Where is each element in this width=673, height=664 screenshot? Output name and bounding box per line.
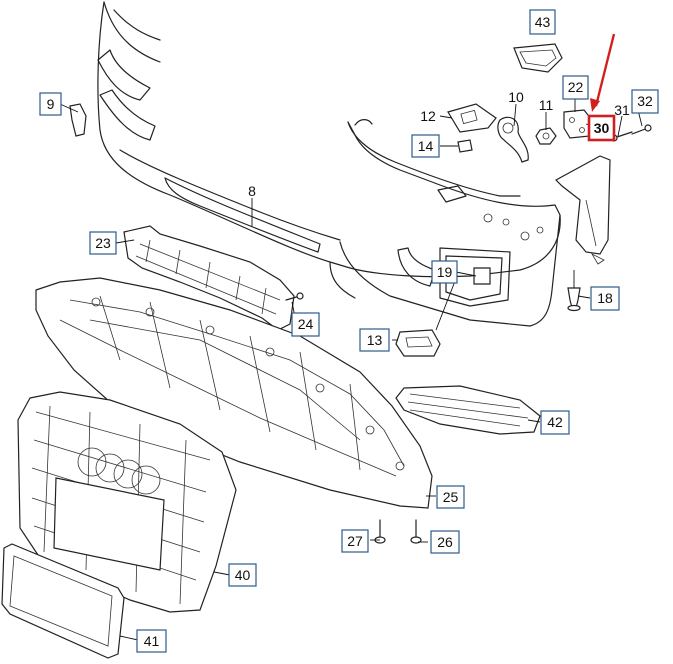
callout-43[interactable]: 43 (529, 9, 556, 35)
callout-42[interactable]: 42 (540, 410, 570, 435)
callout-24-label: 24 (298, 316, 314, 332)
part-18-clip (567, 287, 581, 312)
part-23-reinforcement (123, 225, 295, 331)
callout-9[interactable]: 9 (39, 92, 62, 116)
part-43-trim (513, 43, 563, 73)
part-42-side-grille (395, 385, 541, 435)
highlight-arrow (590, 33, 616, 112)
callout-9-label: 9 (47, 96, 55, 112)
callout-22-label: 22 (568, 79, 584, 95)
bumper-cover (97, 1, 561, 327)
part-24-screw (285, 292, 304, 301)
part-13-cover (395, 329, 441, 357)
callout-13-label: 13 (367, 332, 383, 348)
callout-11-label[interactable]: 11 (539, 97, 554, 113)
callout-31-label[interactable]: 31 (614, 102, 630, 118)
callout-10-label[interactable]: 10 (508, 89, 524, 105)
part-14-clip (457, 139, 473, 153)
part-side-bracket (555, 155, 611, 265)
callout-41[interactable]: 41 (136, 629, 167, 653)
callout-32[interactable]: 32 (631, 89, 659, 114)
callout-30-label: 30 (594, 120, 610, 136)
callout-42-label: 42 (547, 414, 563, 430)
callout-27-label: 27 (347, 533, 363, 549)
callout-8-label[interactable]: 8 (248, 183, 256, 199)
callout-27[interactable]: 27 (341, 529, 369, 553)
part-41-plate (1, 543, 125, 659)
callout-26[interactable]: 26 (430, 530, 460, 554)
callout-40[interactable]: 40 (228, 563, 257, 587)
callout-22[interactable]: 22 (562, 75, 589, 100)
part-12-bracket (447, 103, 497, 133)
callout-25-label: 25 (443, 489, 459, 505)
callout-43-label: 43 (535, 14, 551, 30)
part-9-clip (69, 103, 87, 137)
part-40-front-grille (17, 391, 237, 613)
callout-23[interactable]: 23 (89, 231, 117, 255)
callout-32-label: 32 (637, 93, 653, 109)
callout-23-label: 23 (95, 235, 111, 251)
callout-19[interactable]: 19 (431, 260, 458, 284)
callout-40-label: 40 (235, 567, 251, 583)
callout-24[interactable]: 24 (291, 312, 320, 337)
callout-30[interactable]: 30 (587, 114, 616, 142)
part-25-carrier (35, 277, 433, 509)
callout-41-label: 41 (144, 633, 160, 649)
part-26-screw (410, 519, 422, 544)
part-31-32-screws (610, 124, 652, 142)
part-19-clip (473, 267, 491, 285)
part-10-sensor (497, 116, 529, 163)
callout-14-label: 14 (418, 138, 434, 154)
callout-25[interactable]: 25 (436, 485, 465, 509)
callout-18-label: 18 (597, 290, 613, 306)
callout-26-label: 26 (437, 534, 453, 550)
callout-13[interactable]: 13 (359, 328, 390, 352)
callout-12-label[interactable]: 12 (420, 108, 436, 124)
callout-14[interactable]: 14 (411, 134, 440, 158)
callout-18[interactable]: 18 (590, 286, 620, 311)
callout-19-label: 19 (437, 264, 453, 280)
part-11-nut (535, 127, 557, 145)
